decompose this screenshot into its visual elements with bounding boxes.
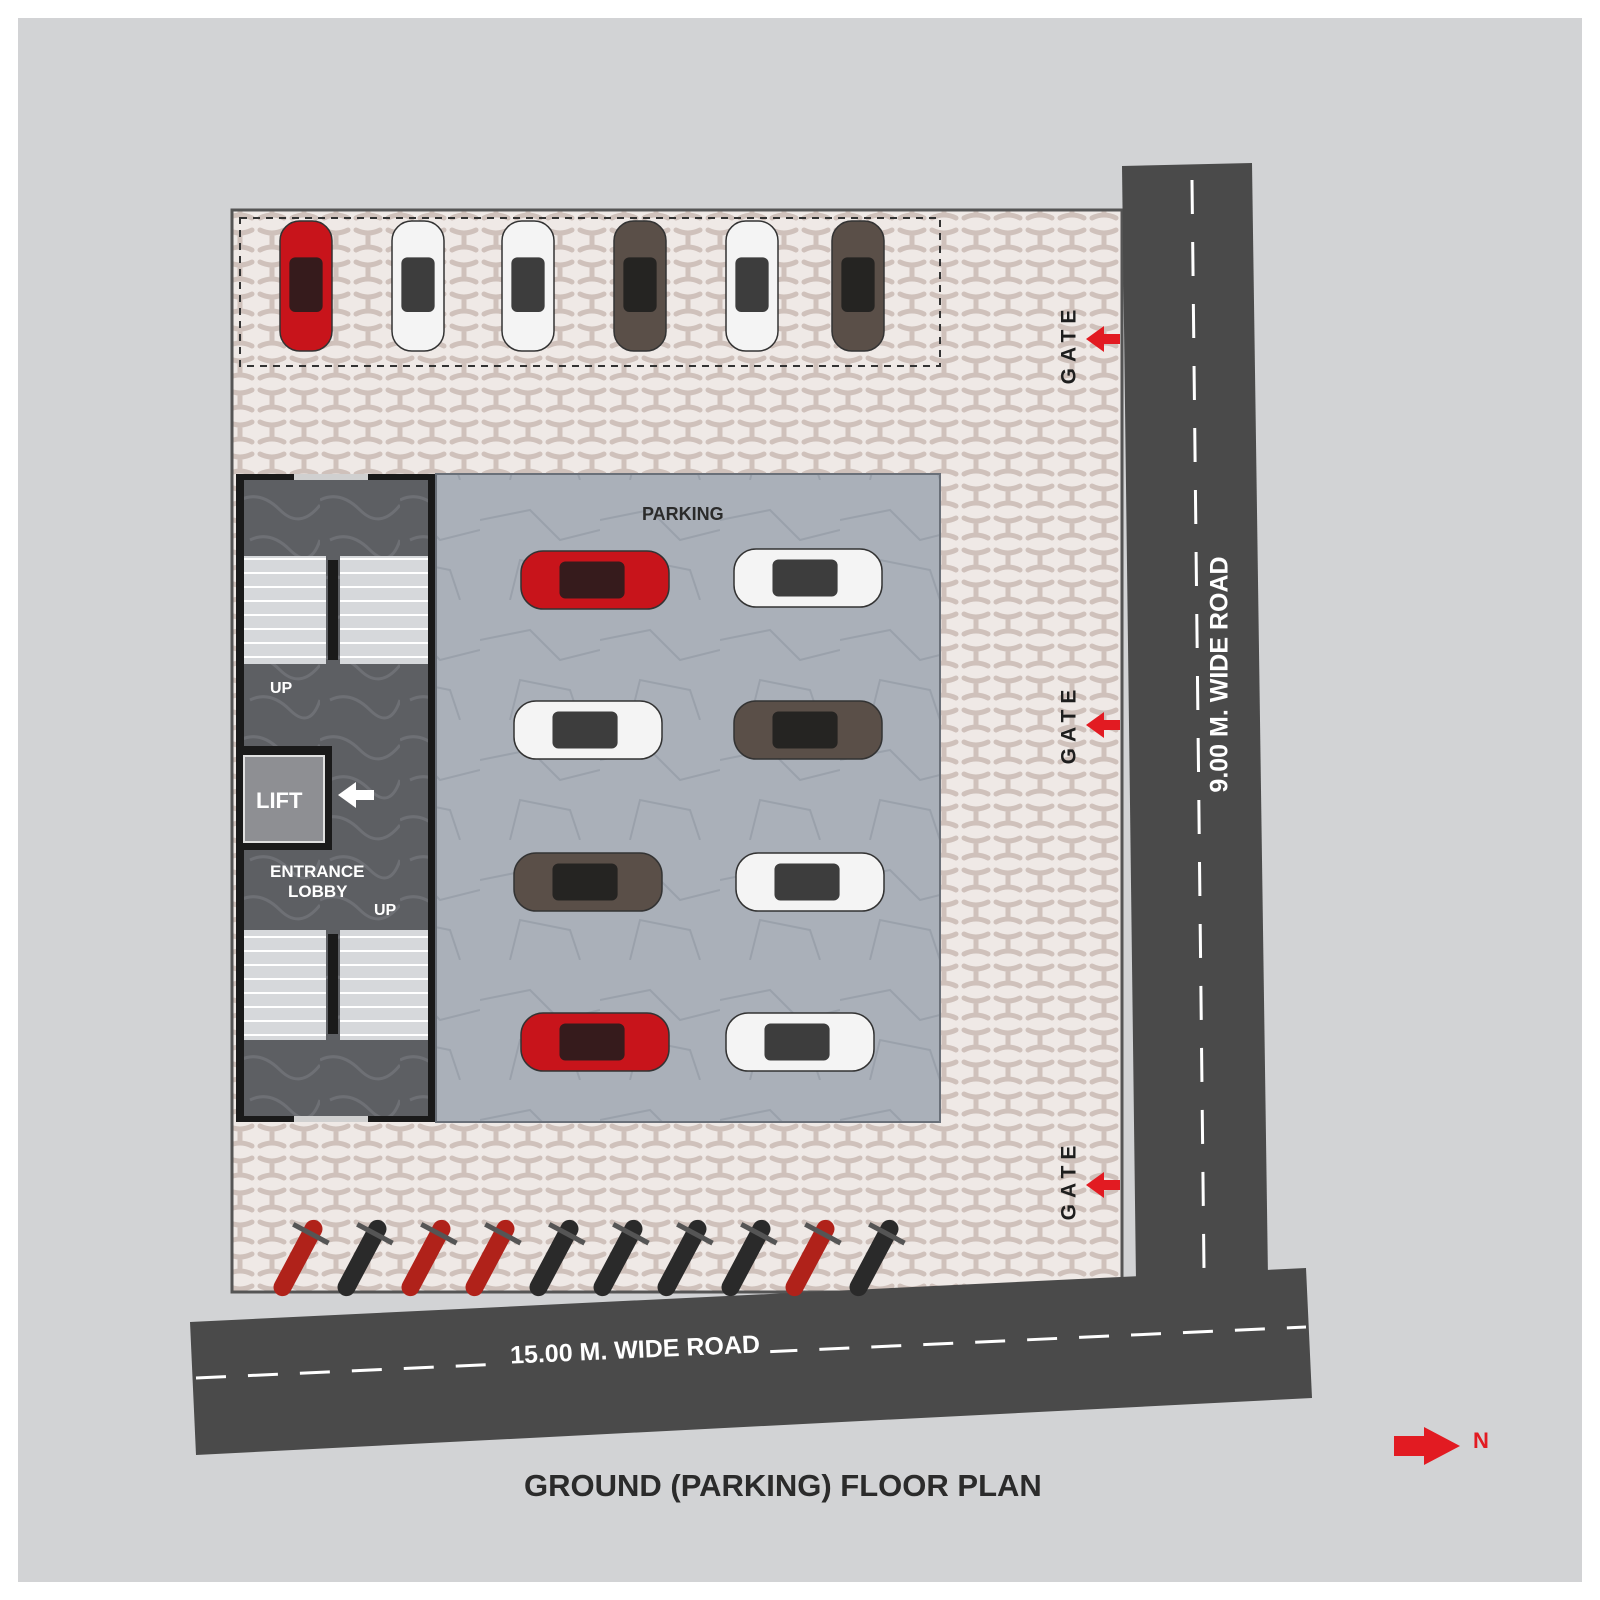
top-row-car-white-3 [501, 220, 555, 352]
parking-label: PARKING [642, 504, 724, 524]
stair-bottom-divider [328, 934, 338, 1034]
motorbike-bike-black-5 [529, 1219, 586, 1297]
top-row-car-white-2 [391, 220, 445, 352]
lift-arrow-icon [338, 782, 374, 808]
lobby-label-line2: LOBBY [288, 882, 348, 901]
lobby-label-line1: ENTRANCE [270, 862, 365, 881]
south-road-centerline [195, 1325, 1307, 1380]
core-bottom-door [294, 1116, 368, 1122]
parking-car-red-7 [520, 1012, 670, 1072]
north-arrow-icon [1394, 1427, 1460, 1465]
top-row-car-brown-6 [831, 220, 885, 352]
motorbike-bike-black-7 [657, 1219, 714, 1297]
top-row-car-brown-4 [613, 220, 667, 352]
stair-bottom-left [244, 930, 326, 1040]
parking-car-brown-5 [513, 852, 663, 912]
gate-arrow-icon-1 [1086, 326, 1120, 352]
stair-up-top-label: UP [270, 680, 293, 697]
motorbike-bike-red-4 [465, 1219, 522, 1297]
top-row-car-red-1 [279, 220, 333, 352]
east-road-label: 9.00 M. WIDE ROAD [1205, 546, 1235, 803]
plan-title: GROUND (PARKING) FLOOR PLAN [524, 1468, 1042, 1503]
stair-up-bottom-label: UP [374, 902, 397, 919]
parking-car-red-1 [520, 550, 670, 610]
north-label: N [1473, 1428, 1489, 1453]
parking-car-white-2 [733, 548, 883, 608]
parking-car-white-3 [513, 700, 663, 760]
parking-car-white-6 [735, 852, 885, 912]
stair-bottom-right [340, 930, 428, 1040]
parking-car-white-8 [725, 1012, 875, 1072]
motorbike-bike-red-3 [401, 1219, 458, 1297]
gate-label-2: GATE [1057, 683, 1081, 765]
stair-top-right [340, 556, 428, 664]
gate-label-1: GATE [1057, 303, 1081, 385]
motorbike-bike-black-6 [593, 1219, 650, 1297]
gate-arrow-icon-2 [1086, 712, 1120, 738]
top-row-car-white-5 [725, 220, 779, 352]
vehicles-layer [273, 220, 906, 1297]
gate-arrow-icon-3 [1086, 1172, 1120, 1198]
parking-car-brown-4 [733, 700, 883, 760]
core-top-door [294, 474, 368, 480]
stair-top-divider [328, 560, 338, 660]
south-road [190, 1268, 1312, 1455]
gate-label-3: GATE [1057, 1139, 1081, 1221]
east-road [1122, 163, 1268, 1282]
stair-top-left [244, 556, 326, 664]
lift-car [243, 755, 325, 843]
motorbike-bike-red-9 [785, 1219, 842, 1297]
motorbike-bike-red-1 [273, 1219, 330, 1297]
motorbike-bike-black-10 [849, 1219, 906, 1297]
motorbike-bike-black-8 [721, 1219, 778, 1297]
lift-label: LIFT [256, 788, 303, 813]
top-parking-zone [239, 217, 941, 367]
motorbike-bike-black-2 [337, 1219, 394, 1297]
